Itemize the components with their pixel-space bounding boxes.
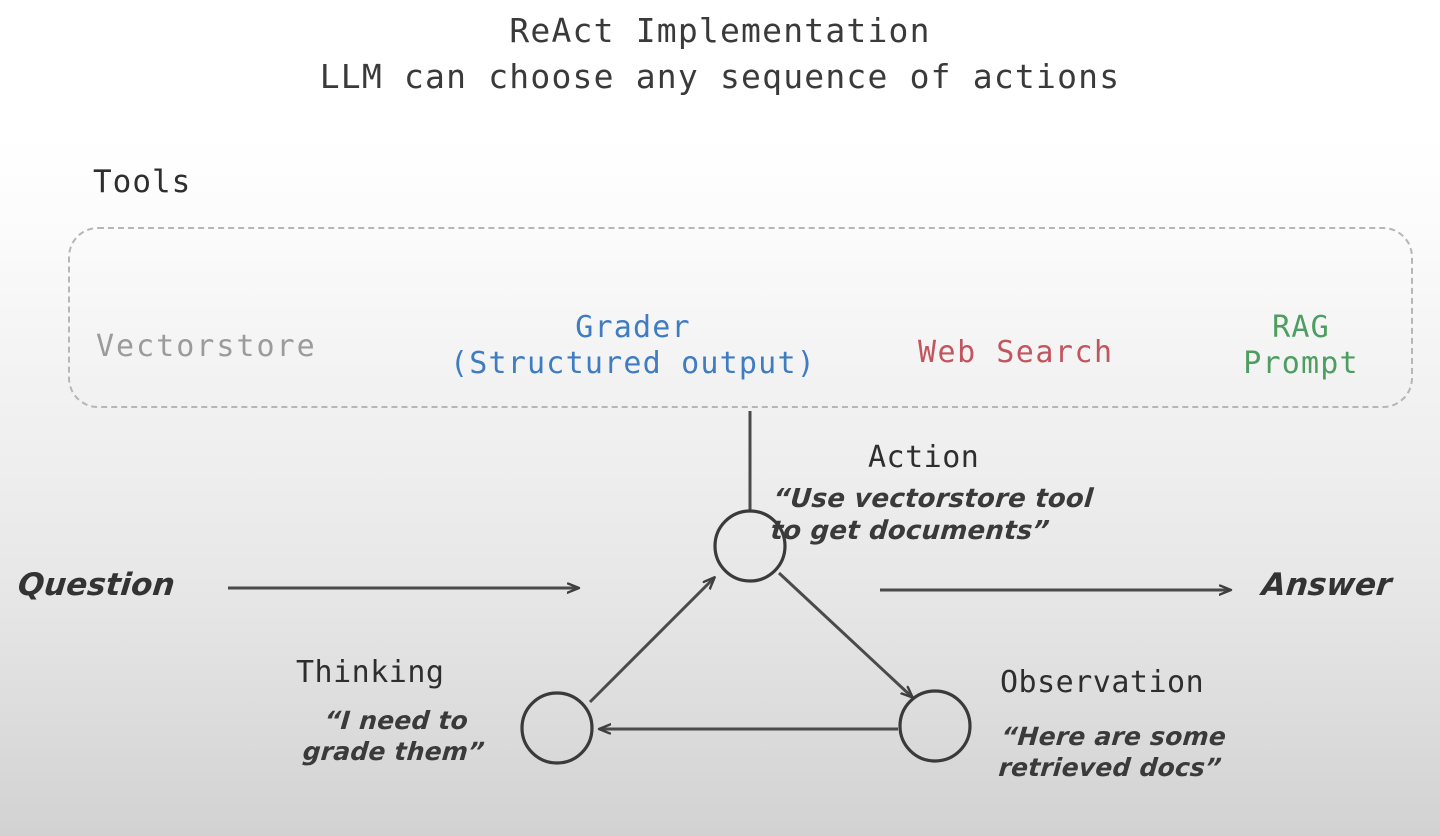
input-question-label: Question xyxy=(16,567,177,603)
node-action-quote: “Use vectorstore tool to get documents” xyxy=(769,484,1095,546)
node-observation-quote: “Here are some retrieved docs” xyxy=(997,722,1228,782)
tool-vectorstore-label: Vectorstore xyxy=(96,329,317,365)
node-thinking-quote: “I need to grade them” xyxy=(301,706,486,766)
node-thinking[interactable] xyxy=(520,691,594,765)
tools-container xyxy=(68,227,1413,408)
tool-rag-prompt[interactable]: RAG Prompt xyxy=(1196,275,1406,417)
tool-web-search[interactable]: Web Search xyxy=(918,300,1114,371)
node-observation-title: Observation xyxy=(1000,665,1205,700)
tool-rag-prompt-label: RAG xyxy=(1272,310,1330,346)
edge-thinking-to-action xyxy=(588,578,714,704)
edge-action-to-observation xyxy=(777,571,912,697)
tools-heading: Tools xyxy=(93,164,192,200)
tool-grader-label: Grader xyxy=(575,310,691,346)
tool-web-search-label: Web Search xyxy=(918,335,1114,371)
node-action-title: Action xyxy=(868,440,980,475)
tool-grader-sublabel: (Structured output) xyxy=(450,345,816,381)
title-line-2: LLM can choose any sequence of actions xyxy=(319,57,1121,96)
tool-vectorstore[interactable]: Vectorstore xyxy=(96,294,317,365)
output-answer-label: Answer xyxy=(1260,567,1394,603)
tool-rag-prompt-sublabel: Prompt xyxy=(1243,345,1359,381)
page-title: ReAct Implementation LLM can choose any … xyxy=(0,8,1440,100)
node-thinking-title: Thinking xyxy=(296,655,445,690)
tool-grader[interactable]: Grader (Structured output) xyxy=(398,275,868,417)
node-observation[interactable] xyxy=(898,689,972,763)
title-line-1: ReAct Implementation xyxy=(509,11,931,50)
